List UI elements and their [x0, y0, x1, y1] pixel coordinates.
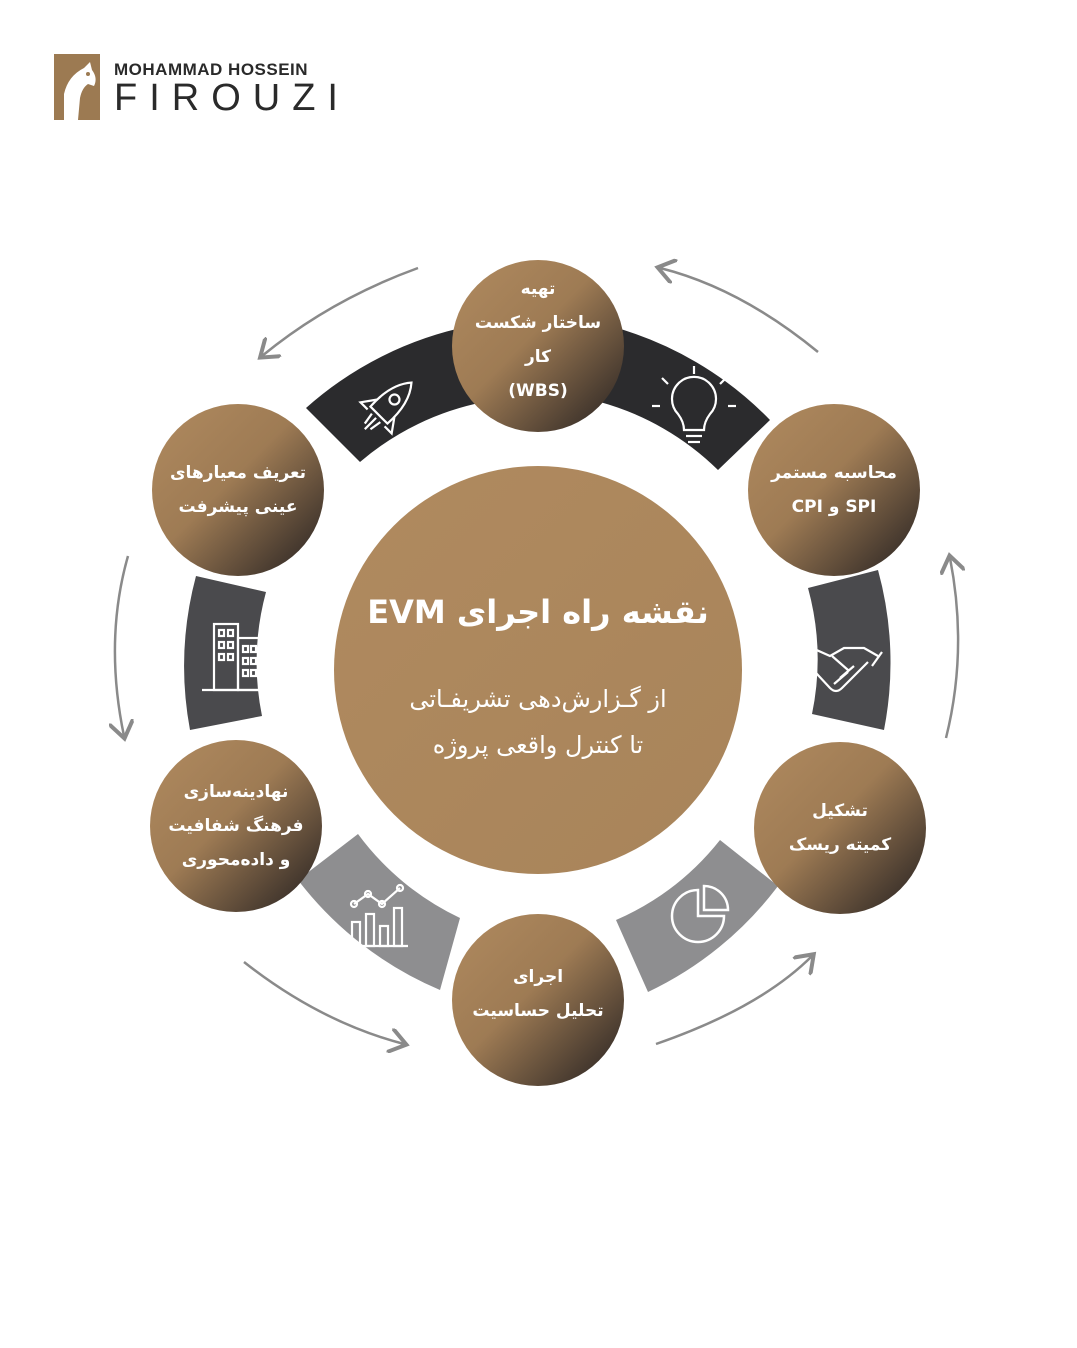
- center-title: نقشه راه اجرای EVM: [367, 593, 709, 631]
- center-subtitle-line: از گـزارش‌دهی تشریفـاتی: [409, 685, 667, 713]
- step-label-line: تهیه: [520, 279, 556, 299]
- horse-logo-icon: [54, 54, 100, 120]
- step-node-progress-criteria: [152, 404, 324, 576]
- step-node-spi-cpi: [748, 404, 920, 576]
- step-label-line: کمیته ریسک: [788, 835, 892, 855]
- step-label-line: SPI و CPI: [791, 497, 877, 517]
- buildings-icon: [202, 622, 270, 692]
- step-node-risk-committee: [754, 742, 926, 914]
- step-node-sensitivity: [452, 914, 624, 1086]
- center-subtitle: از گـزارش‌دهی تشریفـاتی تا کنترل واقعی پ…: [358, 676, 718, 768]
- connector-segment: [298, 834, 460, 990]
- step-label-culture: نهادینه‌سازی فرهنگ شفافیت و داده‌محوری: [161, 775, 311, 877]
- flow-arrow: [655, 956, 812, 1046]
- step-label-line: و داده‌محوری: [181, 850, 291, 870]
- step-label-line: عینی پیشرفت: [178, 497, 298, 517]
- flow-arrow: [946, 558, 958, 739]
- rocket-icon: [358, 381, 413, 436]
- handshake-icon: [793, 646, 883, 693]
- connector-segment: [808, 570, 891, 730]
- center-circle: [334, 466, 742, 874]
- flow-arrow: [660, 268, 819, 353]
- step-label-line: محاسبه مستمر: [771, 463, 897, 483]
- brand-logo: MOHAMMAD HOSSEIN FIROUZI: [54, 54, 354, 124]
- brand-name-last: FIROUZI: [114, 77, 350, 119]
- step-label-spi-cpi: محاسبه مستمر SPI و CPI: [759, 456, 909, 524]
- step-label-line: اجرای: [512, 967, 564, 987]
- lightbulb-icon: [652, 366, 736, 444]
- step-label-line: نهادینه‌سازی: [183, 782, 289, 802]
- step-label-line: تشکیل: [812, 801, 868, 821]
- step-node-wbs: [452, 260, 624, 432]
- pie-chart-icon: [670, 884, 730, 944]
- brand-name-first: MOHAMMAD HOSSEIN: [114, 60, 309, 79]
- flow-arrow: [243, 961, 404, 1044]
- step-label-line: ساختار شکست کار: [474, 313, 602, 367]
- step-label-line: تحلیل حساسیت: [472, 1001, 604, 1021]
- step-nodes: [150, 260, 926, 1086]
- step-label-line: (WBS): [508, 381, 568, 401]
- step-label-line: تعریف معیارهای: [169, 463, 307, 483]
- step-node-culture: [150, 740, 322, 912]
- step-label-sensitivity: اجرای تحلیل حساسیت: [463, 960, 613, 1028]
- flow-arrows: [115, 268, 958, 1044]
- growth-chart-icon: [348, 883, 408, 948]
- step-label-wbs: تهیه ساختار شکست کار (WBS): [463, 272, 613, 408]
- flow-arrow: [262, 266, 419, 356]
- center-subtitle-line: تا کنترل واقعی پروژه: [432, 731, 644, 759]
- flow-arrow: [115, 555, 128, 736]
- step-label-line: فرهنگ شفافیت: [168, 816, 304, 836]
- connector-segment: [600, 326, 770, 470]
- step-label-progress-criteria: تعریف معیارهای عینی پیشرفت: [163, 456, 313, 524]
- step-label-risk-committee: تشکیل کمیته ریسک: [765, 794, 915, 862]
